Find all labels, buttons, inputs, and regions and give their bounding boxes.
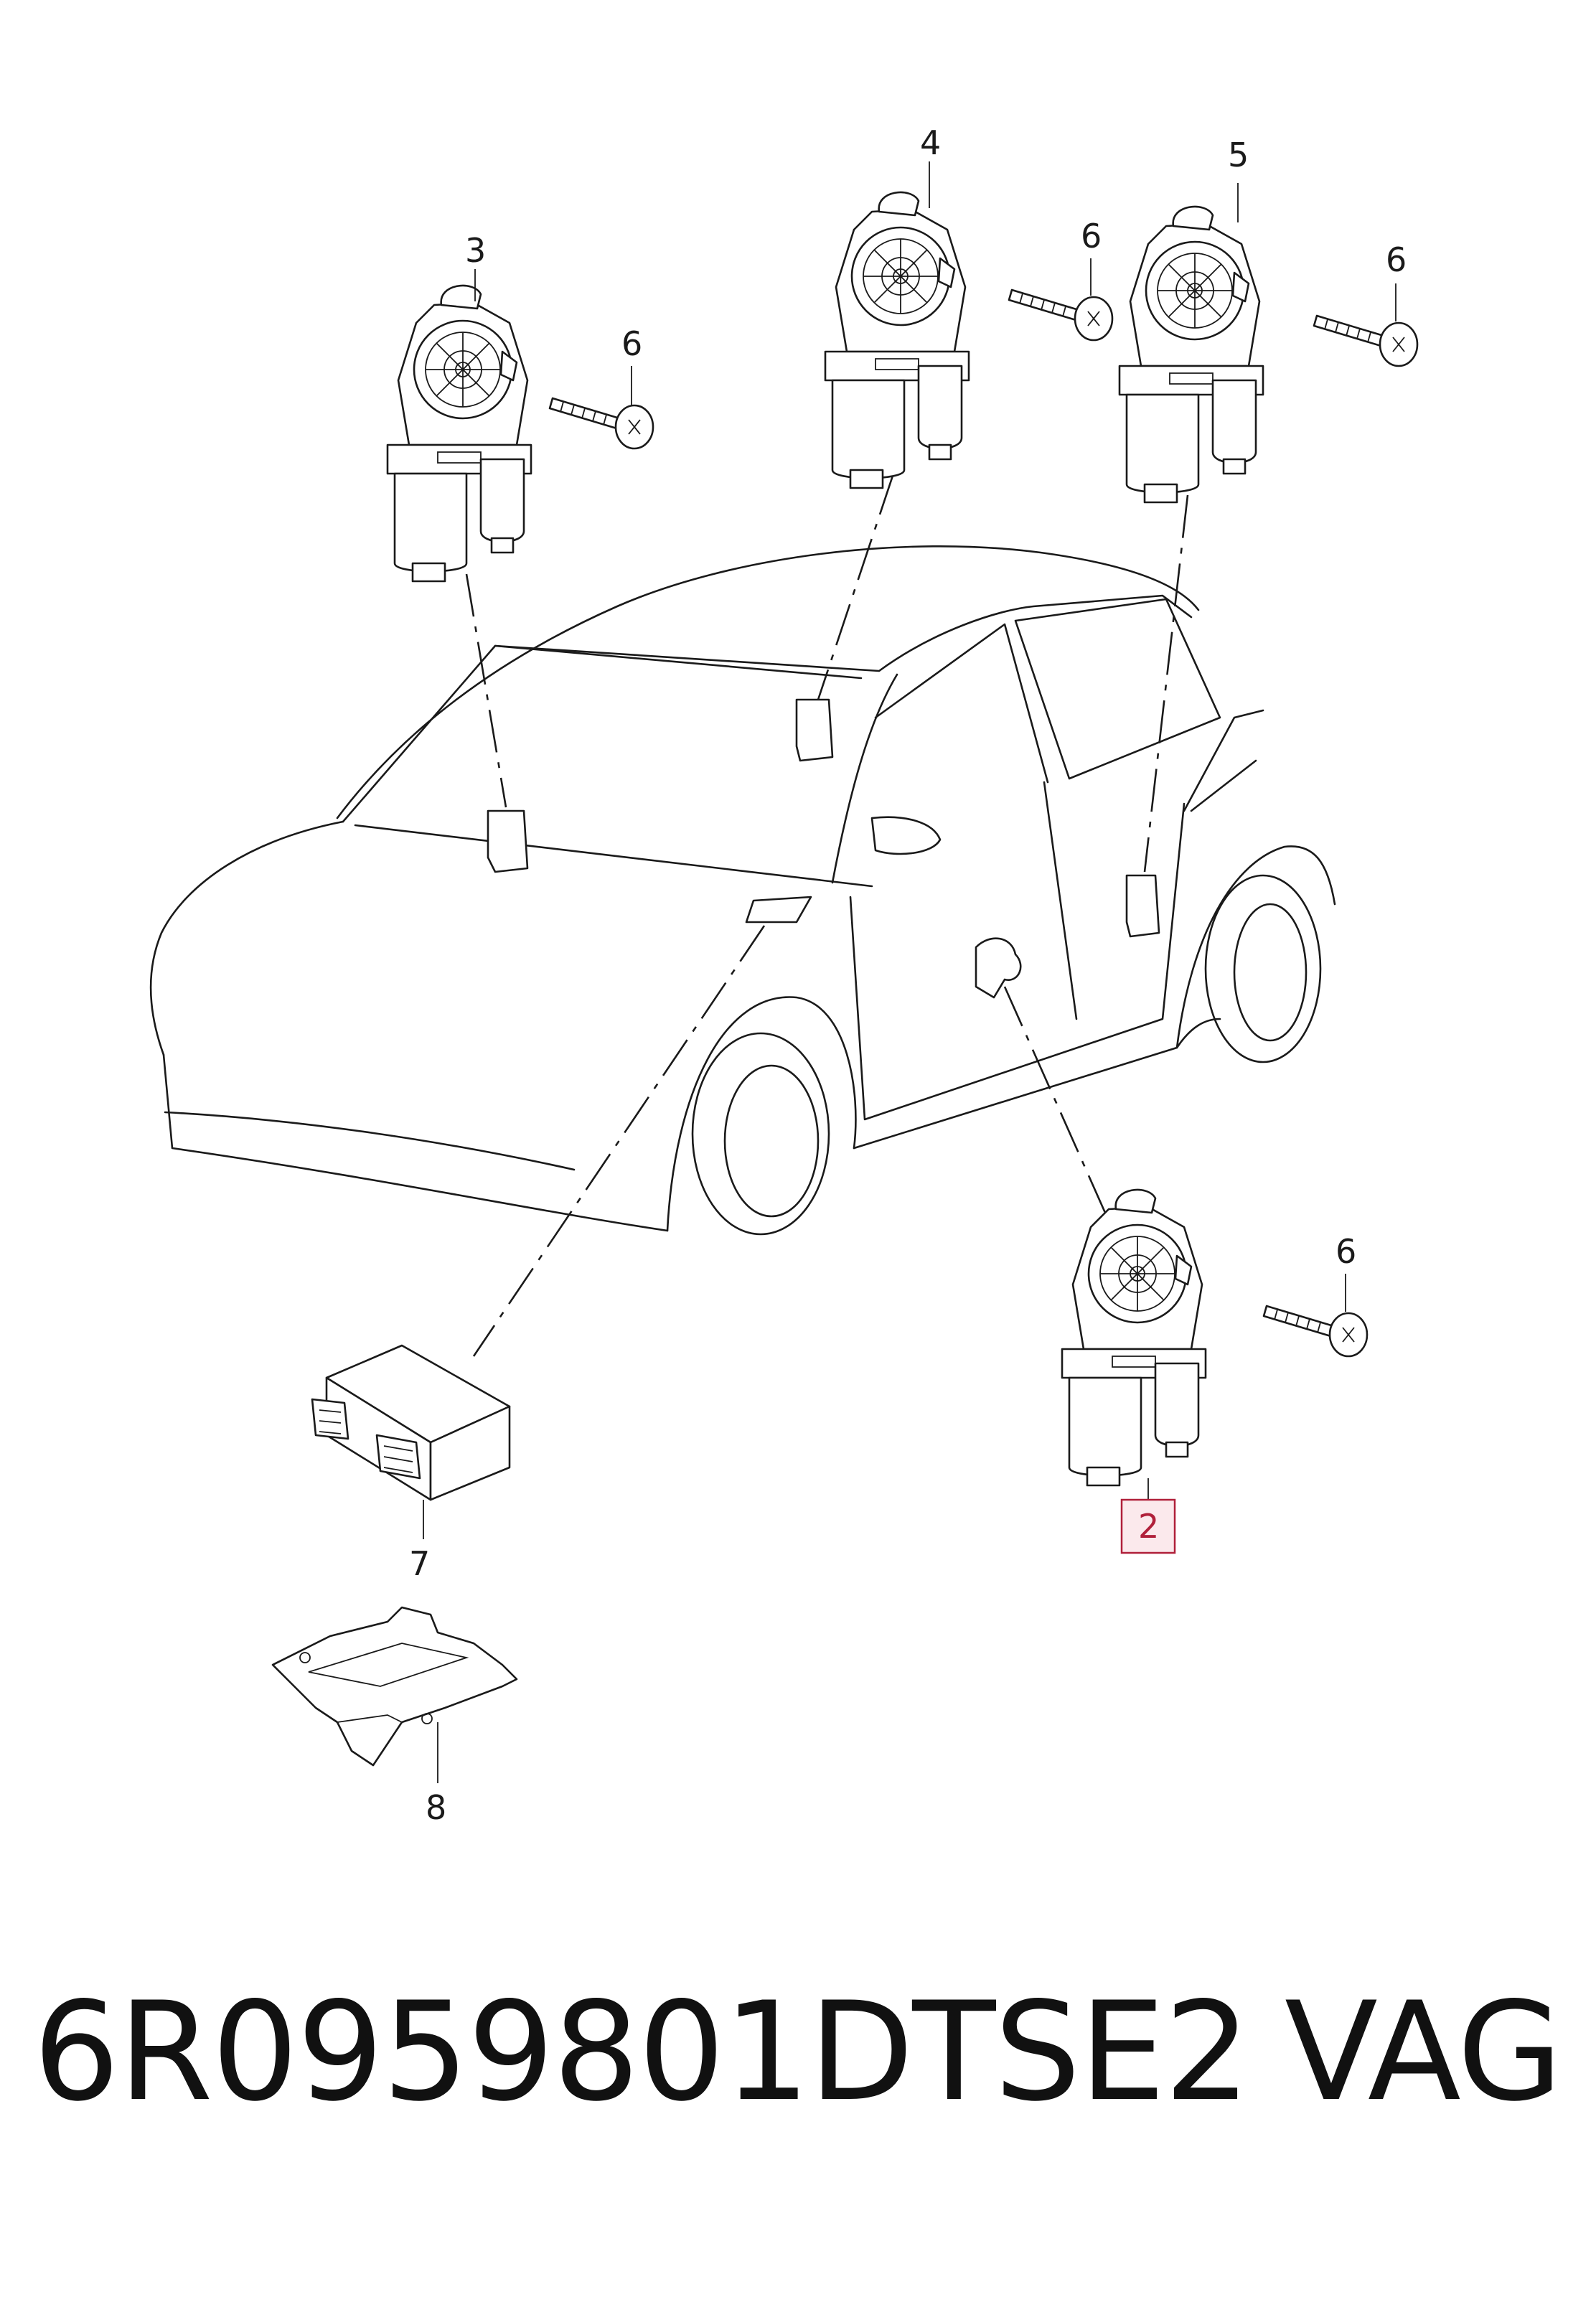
part-number-label: 6R0959801DTSE2	[33, 1973, 1251, 2131]
callout-2-highlight-box	[1120, 1498, 1176, 1554]
window-motor-2	[1061, 1188, 1207, 1500]
callout-6a: 6	[621, 324, 642, 363]
screw-6-a	[548, 366, 654, 450]
control-unit-7	[311, 1344, 511, 1539]
callout-7: 7	[409, 1544, 430, 1583]
callout-labels: 3 4 5 6 6 6 6 7 8 2	[409, 123, 1407, 1827]
callout-5: 5	[1228, 136, 1249, 174]
leader-lines	[465, 473, 1189, 1357]
brand-label: VAG	[1285, 1973, 1563, 2131]
car-body	[149, 545, 1336, 1236]
callout-3: 3	[465, 231, 486, 270]
callout-4: 4	[920, 123, 941, 162]
bracket-8	[271, 1606, 518, 1783]
callout-6d: 6	[1336, 1232, 1356, 1271]
screw-6-b	[1008, 258, 1114, 342]
window-motor-3	[386, 269, 532, 583]
callout-6b: 6	[1081, 217, 1102, 255]
window-motor-5	[1118, 183, 1264, 504]
window-motor-4	[824, 161, 970, 489]
callout-6c: 6	[1386, 240, 1407, 279]
callout-2: 2	[1138, 1507, 1159, 1546]
callout-8: 8	[426, 1788, 446, 1827]
screw-6-c	[1313, 283, 1419, 367]
screw-6-d	[1262, 1274, 1369, 1358]
